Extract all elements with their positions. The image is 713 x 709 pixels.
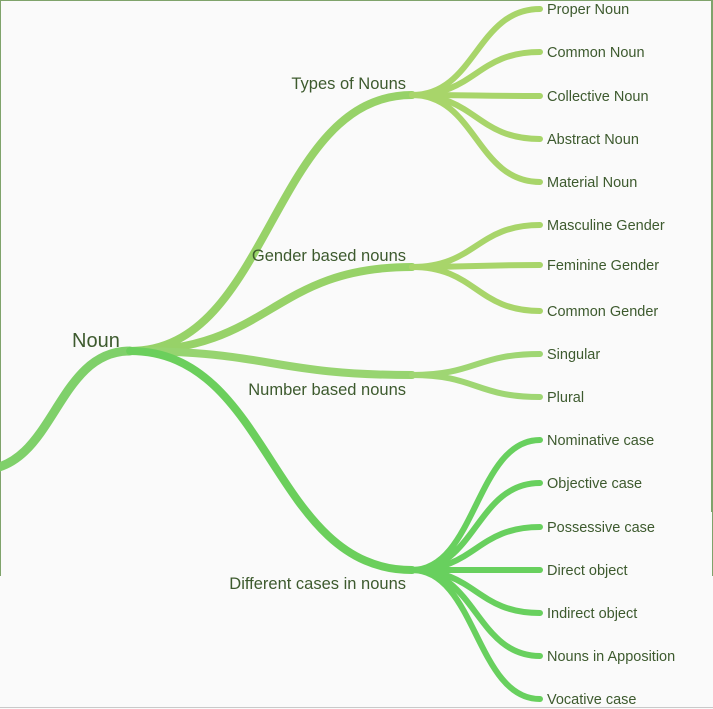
leaf-node[interactable]: Plural [547, 390, 584, 406]
mindmap-labels: Types of Nouns Gender based nouns Number… [229, 2, 675, 708]
leaf-node[interactable]: Common Noun [547, 45, 645, 61]
canvas-border-right [711, 0, 712, 512]
branch-to-leaf-edge [409, 222, 543, 270]
root-trunk-edge [0, 346, 135, 472]
leaf-node[interactable]: Proper Noun [547, 2, 629, 18]
leaf-node[interactable]: Collective Noun [547, 89, 649, 105]
branch-to-leaf-edge [409, 372, 543, 400]
root-to-branch-edge [126, 263, 416, 355]
branch-node[interactable]: Gender based nouns [252, 247, 406, 265]
root-to-branch-edge [126, 347, 416, 574]
leaf-node[interactable]: Vocative case [547, 692, 636, 708]
branch-to-leaf-edge [409, 567, 543, 702]
leaf-node[interactable]: Masculine Gender [547, 218, 665, 234]
canvas-bottom-line [0, 707, 713, 708]
root-to-branch-edge [126, 91, 416, 355]
leaf-node[interactable]: Material Noun [547, 175, 637, 191]
branch-node[interactable]: Different cases in nouns [229, 575, 406, 593]
branch-to-leaf-edge [409, 351, 543, 378]
root-to-branch-edge [126, 347, 416, 379]
leaf-node[interactable]: Objective case [547, 476, 642, 492]
branch-to-leaf-edge [409, 264, 543, 314]
root-node-noun[interactable]: Noun [72, 330, 120, 352]
leaf-node[interactable]: Singular [547, 347, 600, 363]
leaf-node[interactable]: Indirect object [547, 606, 637, 622]
mindmap-edges [0, 6, 543, 702]
leaf-node[interactable]: Feminine Gender [547, 258, 659, 274]
leaf-node[interactable]: Common Gender [547, 304, 658, 320]
leaf-node[interactable]: Direct object [547, 563, 628, 579]
branch-to-leaf-edge [409, 92, 543, 185]
branch-node[interactable]: Types of Nouns [291, 75, 406, 93]
leaf-node[interactable]: Possessive case [547, 520, 655, 536]
leaf-node[interactable]: Abstract Noun [547, 132, 639, 148]
branch-to-leaf-edge [409, 49, 543, 98]
branch-to-leaf-edge [409, 92, 543, 142]
leaf-node[interactable]: Nominative case [547, 433, 654, 449]
branch-node[interactable]: Number based nouns [248, 381, 406, 399]
leaf-node[interactable]: Nouns in Apposition [547, 649, 675, 665]
